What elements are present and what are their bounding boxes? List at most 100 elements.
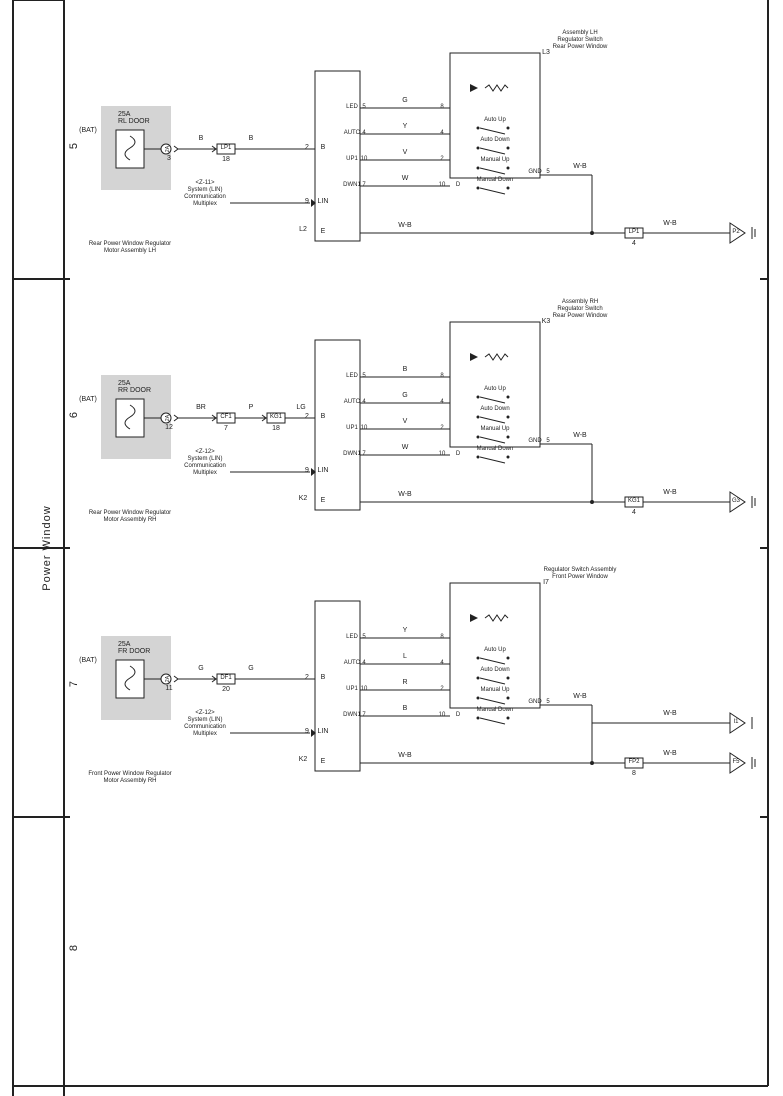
ground-connector-name: FP2 [628,759,640,765]
switch-node [506,146,510,150]
multiplex-label: <Z-11> [196,180,215,186]
signal-wire-color: B [403,366,408,373]
connector-arrow [173,414,179,422]
switch-node [476,166,480,170]
switch-node [476,435,480,439]
bat-label: (BAT) [79,657,97,664]
lin-arrow [311,468,316,476]
motor-terminal-pin: 5 [362,634,366,640]
switch-contact [479,187,506,195]
resistor-icon [484,614,509,622]
fuse-connector-pin: 3 [167,155,171,162]
gnd-wire-color: W-B [573,163,587,170]
switch-contact [479,697,506,705]
ground-connector-box [624,496,644,508]
lin-arrow [311,199,316,207]
ground-wire-color: W-B [663,750,677,757]
motor-terminal-pin: 5 [362,373,366,379]
switch-pin: 2 [440,425,444,431]
led-icon [470,614,478,622]
wire-color-label: G [198,665,203,672]
switch-node [476,455,480,459]
fuse-symbol-box [115,129,145,169]
switch-code: L3 [542,49,550,56]
switch-terminal-label: D [456,712,461,718]
switch-pin: 10 [439,182,446,188]
motor-pin-b: 2 [305,144,309,151]
switch-pin: 4 [440,660,444,666]
switch-label: Manual Down [477,177,514,183]
resistor-icon [484,353,509,361]
motor-box [314,339,361,511]
switch-node [506,676,510,680]
fuse-name: FR DOOR [118,648,150,655]
multiplex-label: Communication [184,194,226,200]
resistor-icon [484,84,509,92]
switch-name-line: Assembly RH [562,299,598,305]
motor-terminal-pin: 4 [362,130,366,136]
motor-terminal-b: B [321,144,326,151]
signal-wire-color: Y [403,627,408,634]
connector-box [266,412,286,424]
motor-terminal-e: E [321,497,326,504]
multiplex-label: <Z-12> [195,449,215,455]
switch-gnd-pin: 5 [546,699,550,705]
wire-color-label: B [249,135,254,142]
motor-name-line: Motor Assembly RH [103,778,156,784]
gnd-wire-color: W-B [573,432,587,439]
switch-node [476,146,480,150]
multiplex-label: Multiplex [193,470,217,476]
ground-connector-box [624,757,644,769]
motor-box [314,600,361,772]
motor-terminal-pin: 4 [362,399,366,405]
led-icon [470,353,478,361]
motor-terminal-pin: 10 [361,425,368,431]
motor-terminal-label: AUTO [344,660,361,666]
ground-connector-name: KG1 [628,498,641,504]
wire-color-label: BR [196,404,206,411]
switch-label: Auto Up [484,647,506,653]
switch-gnd-label: GND [528,699,542,705]
motor-name-line: Motor Assembly RH [103,517,156,523]
motor-name-line: Rear Power Window Regulator [89,241,171,247]
motor-terminal-label: UP1 [346,156,358,162]
switch-code: K3 [542,318,551,325]
switch-label: Manual Down [477,446,514,452]
switch-pin: 2 [440,686,444,692]
multiplex-label: <Z-12> [195,710,215,716]
switch-gnd-label: GND [528,169,542,175]
switch-contact [479,436,506,444]
connector-pin: 7 [224,425,228,432]
motor-pin-lin: 9 [305,467,309,474]
ground-connector-name: LP1 [629,229,640,235]
switch-pin: 4 [440,130,444,136]
switch-node [506,166,510,170]
motor-terminal-label: UP1 [346,686,358,692]
motor-terminal-pin: 4 [362,660,366,666]
connector-arrow [211,414,217,422]
ground-connector-pin: 4 [632,509,636,516]
motor-terminal-label: LED [346,373,358,379]
wire-color-label: B [199,135,204,142]
ground-connector-pin: 8 [632,770,636,777]
fuse-name: RR DOOR [118,387,151,394]
bat-label: (BAT) [79,127,97,134]
connector-name: LP1 [221,145,232,151]
fuse-name: RL DOOR [118,118,150,125]
motor-terminal-b: B [321,413,326,420]
signal-wire-color: G [402,97,407,104]
connector-arrow [173,145,179,153]
wire-color-label: G [248,665,253,672]
ground-name: F5 [732,759,740,765]
multiplex-label: Multiplex [193,731,217,737]
switch-label: Manual Up [480,426,510,432]
switch-contact [479,717,506,725]
switch-label: Manual Down [477,707,514,713]
signal-wire-color: Y [403,123,408,130]
switch-gnd-pin: 5 [546,438,550,444]
switch-node [506,716,510,720]
fuse-symbol-box [115,398,145,438]
